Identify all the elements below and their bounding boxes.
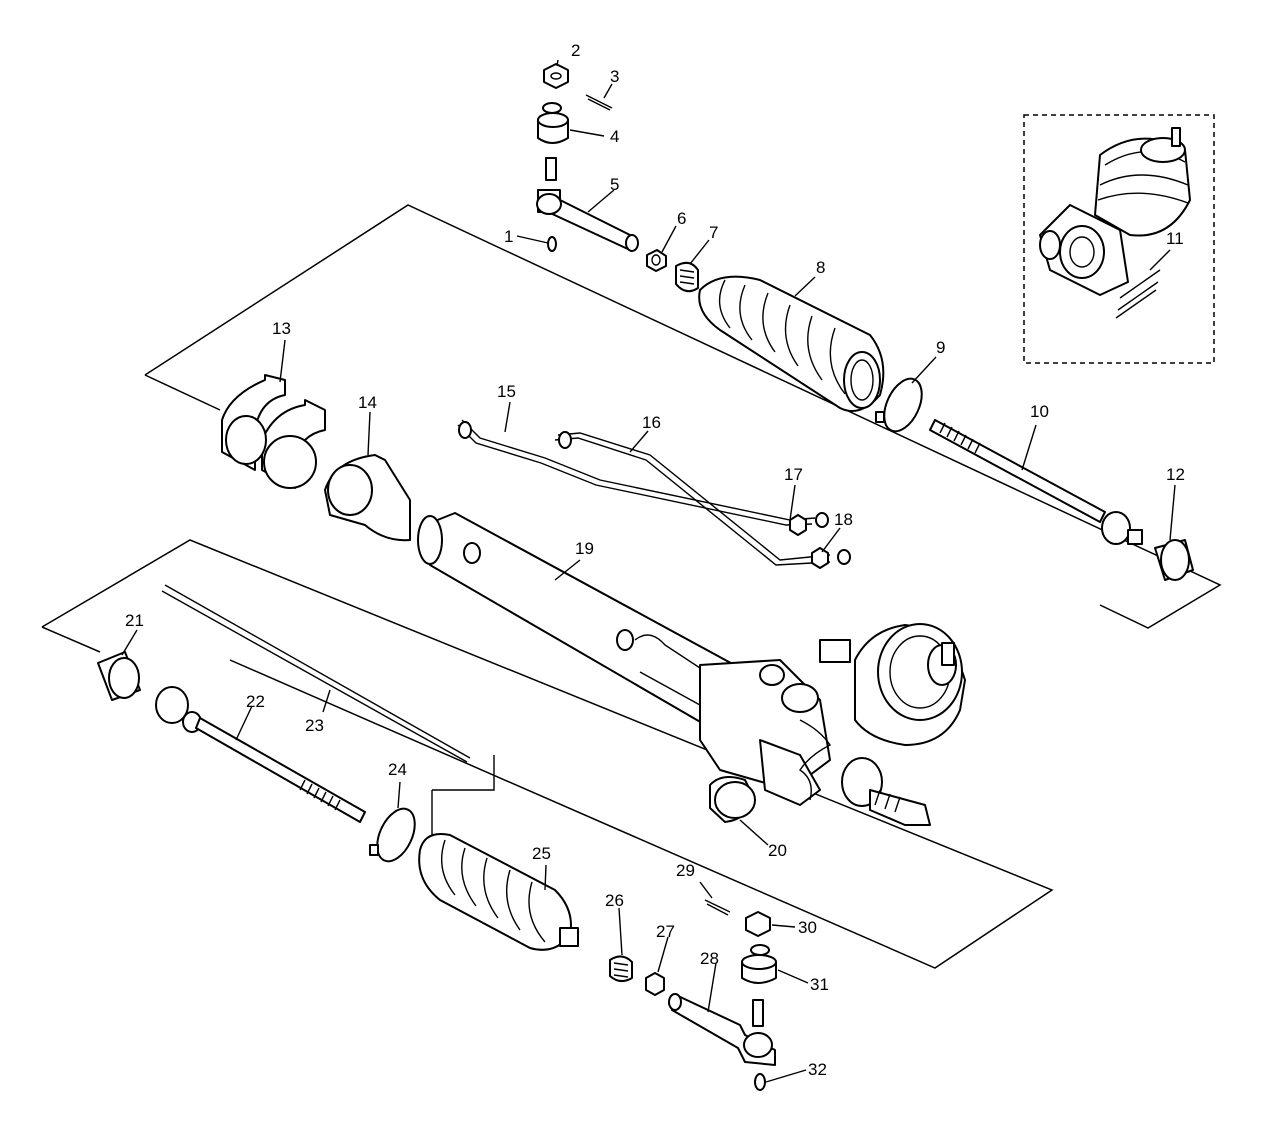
callout-6: 6 [677, 209, 686, 228]
lower-castle-nut-part [745, 911, 771, 937]
upper-rack-bushing-part [1154, 539, 1194, 581]
upper-rack-boot-part [698, 275, 885, 412]
tie-rod-bracket-lines [431, 755, 495, 835]
hydraulic-line-upper-part [457, 419, 816, 526]
jam-nut-part [646, 249, 667, 272]
boot-clamp-part [675, 261, 699, 293]
outer-tie-rod-end-part [536, 157, 639, 252]
callout-20: 20 [768, 841, 787, 860]
callout-8: 8 [816, 258, 825, 277]
lower-assembly-frame [41, 539, 1054, 969]
line-fitting-18-part [811, 547, 851, 569]
lower-jam-nut-clamp-part [609, 955, 633, 982]
callout-19: 19 [575, 539, 594, 558]
lower-jam-nut-part [645, 972, 665, 996]
transfer-line-part [161, 584, 471, 763]
callout-4: 4 [610, 127, 619, 146]
callout-24: 24 [388, 760, 407, 779]
mounting-grommet-part [324, 454, 411, 542]
callout-18: 18 [834, 510, 853, 529]
callout-22: 22 [246, 692, 265, 711]
callout-21: 21 [125, 611, 144, 630]
callout-30: 30 [798, 918, 817, 937]
lower-boot-clamp-part [369, 807, 416, 863]
callout-11: 11 [1166, 229, 1184, 248]
callout-26: 26 [605, 891, 624, 910]
lower-cotter-pin-part [704, 899, 731, 916]
lower-ball-joint-seal-part [741, 944, 777, 984]
callout-3: 3 [610, 67, 619, 86]
lower-inner-tie-rod-part [155, 686, 366, 823]
callout-14: 14 [358, 393, 377, 412]
callout-31: 31 [810, 975, 829, 994]
lower-rack-boot-part [418, 833, 579, 951]
callout-28: 28 [700, 949, 719, 968]
hydraulic-line-lower-part [554, 431, 831, 566]
callout-17: 17 [784, 465, 803, 484]
callout-10: 10 [1030, 402, 1049, 421]
callout-leaders [121, 59, 1176, 1083]
callout-5: 5 [610, 175, 619, 194]
lower-retaining-nut-part [754, 1073, 766, 1091]
callout-27: 27 [656, 922, 675, 941]
castle-nut-part [543, 63, 569, 89]
inset-dashed-frame [1023, 114, 1215, 364]
callout-16: 16 [642, 413, 661, 432]
callout-23: 23 [305, 716, 324, 735]
rack-housing-part [417, 512, 931, 826]
mounting-bracket-part [221, 374, 326, 489]
cotter-pin-part [585, 94, 613, 111]
callout-15: 15 [497, 382, 516, 401]
callout-12: 12 [1166, 465, 1185, 484]
callout-2: 2 [571, 41, 580, 60]
callout-9: 9 [936, 338, 945, 357]
callout-7: 7 [709, 223, 718, 242]
inset-valve-housing-part [1039, 127, 1191, 319]
valve-body-part [819, 623, 966, 746]
callout-32: 32 [808, 1060, 827, 1079]
ball-joint-seal-part [537, 102, 569, 144]
upper-assembly-frame [144, 204, 1222, 629]
upper-inner-tie-rod-part [929, 419, 1143, 545]
dust-seal-part [709, 775, 756, 823]
callout-13: 13 [272, 319, 291, 338]
lower-rack-bushing-part [97, 651, 141, 701]
callout-29: 29 [676, 861, 695, 880]
callout-25: 25 [532, 844, 551, 863]
callout-1: 1 [504, 227, 513, 246]
lower-outer-tie-rod-end-part [668, 993, 776, 1066]
line-fitting-17-part [789, 512, 829, 536]
